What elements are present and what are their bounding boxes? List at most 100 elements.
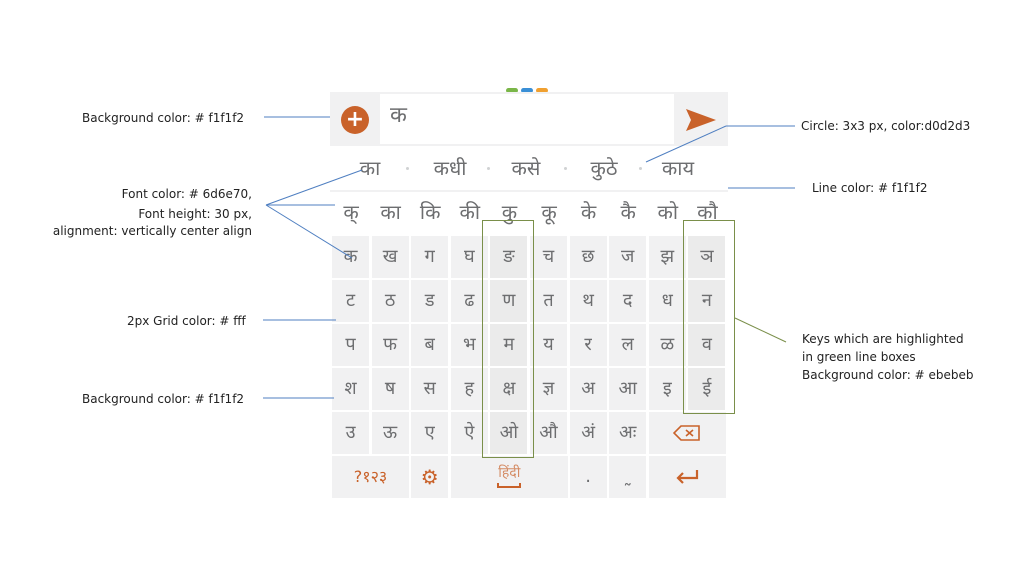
suggestion-item[interactable]: कधी	[433, 156, 467, 180]
orange-dot-icon	[536, 88, 548, 93]
key[interactable]: ढ	[450, 280, 488, 322]
key[interactable]: ए	[411, 412, 449, 454]
combination-key[interactable]: क्	[343, 200, 359, 224]
annotation-font-3: alignment: vertically center align	[52, 224, 252, 238]
separator-circle	[487, 167, 490, 170]
annotation-highlight-1: Keys which are highlighted	[802, 332, 964, 346]
highlight-box-column-10	[683, 220, 735, 414]
backspace-icon	[673, 425, 701, 441]
separator-circle	[639, 167, 642, 170]
drag-handle-dots	[506, 88, 550, 94]
annotation-circle: Circle: 3x3 px, color:d0d2d3	[801, 119, 971, 133]
key[interactable]: र	[569, 324, 607, 366]
key[interactable]: म	[490, 324, 528, 366]
key[interactable]: ऊ	[371, 412, 409, 454]
key[interactable]: ब	[411, 324, 449, 366]
key[interactable]: अं	[569, 412, 607, 454]
combination-key[interactable]: के	[580, 200, 597, 224]
annotation-highlight-2: in green line boxes	[802, 350, 916, 364]
key[interactable]: ज्ञ	[530, 368, 567, 410]
key[interactable]: थ	[569, 280, 607, 322]
suggestion-item[interactable]: काय	[661, 156, 695, 180]
key[interactable]: अ	[569, 368, 607, 410]
annotation-font-1: Font color: # 6d6e70,	[121, 187, 252, 201]
space-key[interactable]: हिंदी	[450, 456, 568, 498]
key[interactable]: ध	[648, 280, 686, 322]
key[interactable]: ट	[332, 280, 369, 322]
key[interactable]: ज	[609, 236, 647, 278]
combination-key[interactable]: की	[459, 200, 481, 224]
key[interactable]: फ	[371, 324, 409, 366]
annotation-highlight-3: Background color: # ebebeb	[802, 368, 974, 382]
key[interactable]: ऐ	[450, 412, 488, 454]
combination-key[interactable]: का	[380, 200, 401, 224]
key[interactable]: च	[530, 236, 567, 278]
gear-icon: ⚙	[420, 465, 439, 489]
period-key[interactable]: .	[569, 456, 607, 498]
comma-key[interactable]: ˷	[609, 456, 647, 498]
key[interactable]: औ	[530, 412, 567, 454]
key[interactable]: ळ	[648, 324, 686, 366]
enter-icon	[676, 470, 699, 484]
combination-row: क् का कि की कु कू के कै को कौ	[330, 192, 728, 234]
space-icon	[497, 483, 522, 488]
key[interactable]: प	[332, 324, 369, 366]
separator-circle	[564, 167, 567, 170]
key[interactable]: ल	[609, 324, 647, 366]
suggestion-item[interactable]: कसे	[511, 156, 541, 180]
key[interactable]: क्ष	[490, 368, 528, 410]
combination-key[interactable]: कै	[620, 200, 636, 224]
key[interactable]: घ	[450, 236, 488, 278]
annotation-font-2: Font height: 30 px,	[138, 207, 252, 221]
send-icon[interactable]	[684, 106, 718, 134]
combination-key[interactable]: कु	[501, 200, 518, 224]
annotation-bg-bottom: Background color: # f1f1f2	[82, 392, 245, 406]
key[interactable]: य	[530, 324, 567, 366]
enter-key[interactable]	[648, 456, 726, 498]
key[interactable]: आ	[609, 368, 647, 410]
suggestion-item[interactable]: कुठे	[590, 156, 618, 180]
key[interactable]: ग	[411, 236, 449, 278]
key[interactable]: छ	[569, 236, 607, 278]
key[interactable]: ओ	[490, 412, 528, 454]
combination-key[interactable]: कू	[541, 200, 557, 224]
key[interactable]: ञ	[688, 236, 726, 278]
highlight-box-column-5	[482, 220, 534, 458]
key[interactable]: भ	[450, 324, 488, 366]
key[interactable]: द	[609, 280, 647, 322]
plus-circle-icon[interactable]: +	[341, 106, 369, 134]
combination-key[interactable]: को	[657, 200, 679, 224]
suggestion-divider-line	[330, 190, 728, 192]
blue-dot-icon	[521, 88, 533, 93]
key[interactable]: ड	[411, 280, 449, 322]
key[interactable]: ङ	[490, 236, 528, 278]
key[interactable]: त	[530, 280, 567, 322]
key[interactable]: श	[332, 368, 369, 410]
key[interactable]: ठ	[371, 280, 409, 322]
symbols-key[interactable]: ?१२३	[332, 456, 409, 498]
key[interactable]: उ	[332, 412, 369, 454]
key[interactable]: स	[411, 368, 449, 410]
key[interactable]: ण	[490, 280, 528, 322]
key[interactable]: व	[688, 324, 726, 366]
key[interactable]: अः	[609, 412, 647, 454]
annotation-bg-top: Background color: # f1f1f2	[82, 111, 245, 125]
settings-key[interactable]: ⚙	[411, 456, 449, 498]
key[interactable]: इ	[648, 368, 686, 410]
key[interactable]: ह	[450, 368, 488, 410]
key[interactable]: झ	[648, 236, 686, 278]
combination-key[interactable]: कौ	[697, 200, 718, 224]
green-dot-icon	[506, 88, 518, 93]
backspace-key[interactable]	[648, 412, 726, 454]
key[interactable]: ख	[371, 236, 409, 278]
suggestion-row: का कधी कसे कुठे काय	[330, 146, 728, 190]
key[interactable]: ष	[371, 368, 409, 410]
text-input[interactable]: क	[380, 94, 674, 144]
suggestion-item[interactable]: का	[359, 156, 381, 180]
key[interactable]: न	[688, 280, 726, 322]
separator-circle	[406, 167, 409, 170]
key[interactable]: ई	[688, 368, 726, 410]
combination-key[interactable]: कि	[419, 200, 441, 224]
